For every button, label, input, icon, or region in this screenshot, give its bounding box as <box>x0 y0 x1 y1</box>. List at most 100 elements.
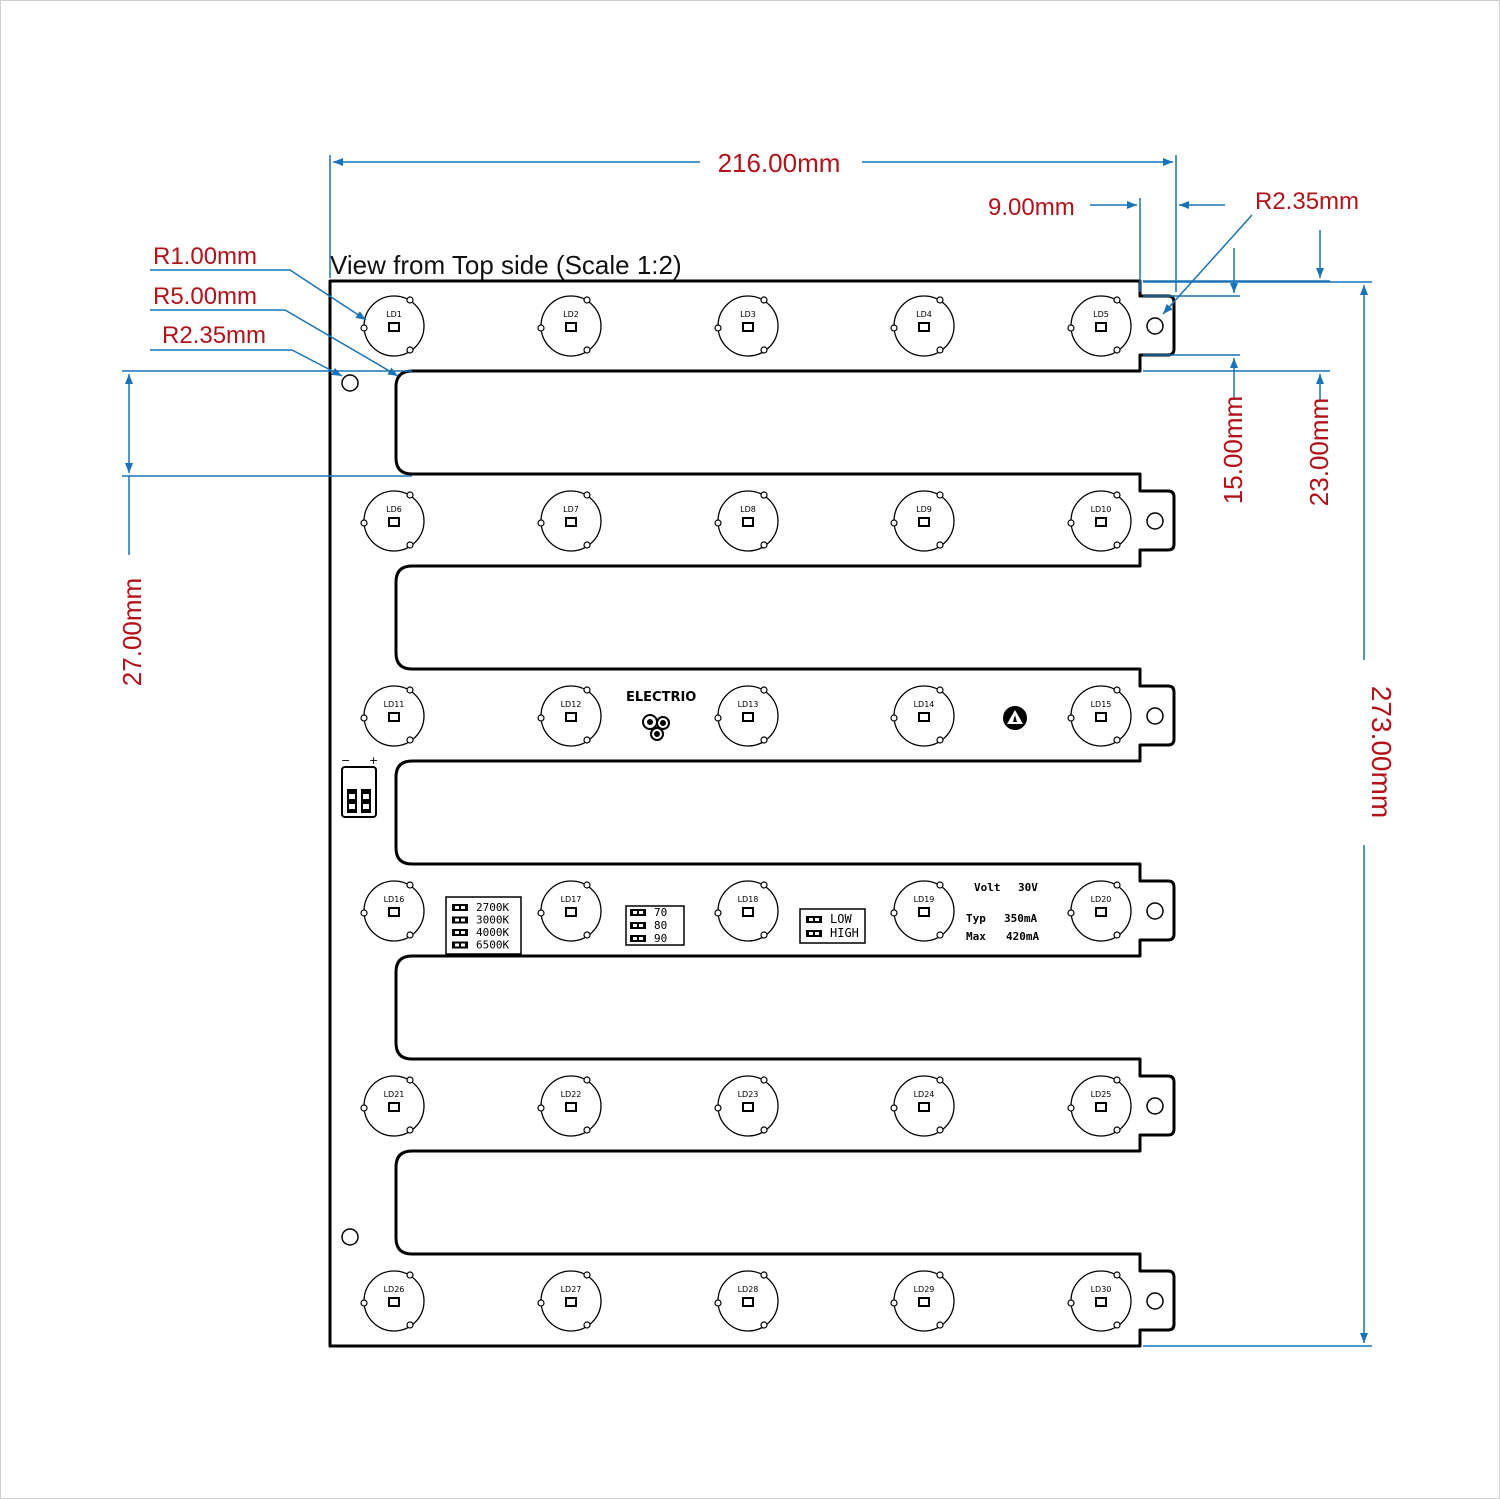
led-label: LD6 <box>386 505 402 514</box>
svg-text:+: + <box>369 754 378 767</box>
led-3: LD3 <box>714 295 779 357</box>
led-label: LD30 <box>1091 1285 1112 1294</box>
jumper-pad <box>630 922 646 929</box>
jumper-pad <box>806 930 822 937</box>
svg-text:Volt: Volt <box>974 881 1001 894</box>
tab-hole-4 <box>1146 902 1164 920</box>
led-18: LD18 <box>714 880 779 942</box>
mount-hole-left-bottom <box>341 1228 359 1246</box>
led-21: LD21 <box>360 1075 425 1137</box>
dim-hole-radius-left: R2.35mm <box>162 322 266 349</box>
option-label: HIGH <box>830 926 859 940</box>
tab-hole-3 <box>1146 707 1164 725</box>
led-label: LD22 <box>561 1090 582 1099</box>
option-label: 90 <box>654 932 667 945</box>
led-10: LD10 <box>1067 490 1132 552</box>
led-29: LD29 <box>890 1270 955 1332</box>
led-4: LD4 <box>890 295 955 357</box>
led-14: LD14 <box>890 685 955 747</box>
svg-text:30V: 30V <box>1018 881 1038 894</box>
led-label: LD7 <box>563 505 579 514</box>
jumper-pad <box>806 916 822 923</box>
drawing-title: View from Top side (Scale 1:2) <box>330 250 682 280</box>
esd-warning-icon <box>1003 706 1027 730</box>
jumper-pad <box>452 916 468 924</box>
led-label: LD1 <box>386 310 402 319</box>
led-label: LD29 <box>914 1285 935 1294</box>
led-label: LD28 <box>738 1285 759 1294</box>
led-6: LD6 <box>360 490 425 552</box>
option-label: 3000K <box>476 914 509 927</box>
svg-text:Typ: Typ <box>966 912 986 925</box>
led-label: LD24 <box>914 1090 935 1099</box>
dim-width-total: 216.00mm <box>718 148 841 178</box>
led-label: LD19 <box>914 895 935 904</box>
led-16: LD16 <box>360 880 425 942</box>
brand-logo-text: ELECTRIO <box>626 690 696 705</box>
tab-hole-1 <box>1146 317 1164 335</box>
option-label: LOW <box>830 912 852 926</box>
dim-corner-radius: R1.00mm <box>153 243 257 270</box>
option-label: 4000K <box>476 926 509 939</box>
led-label: LD15 <box>1091 700 1112 709</box>
led-label: LD4 <box>916 310 932 319</box>
led-label: LD25 <box>1091 1090 1112 1099</box>
led-label: LD21 <box>384 1090 405 1099</box>
jumper-pad <box>630 909 646 916</box>
option-label: 6500K <box>476 939 509 952</box>
dim-hole-radius-right: R2.35mm <box>1255 188 1359 215</box>
led-label: LD14 <box>914 700 935 709</box>
led-27: LD27 <box>537 1270 602 1332</box>
spec-block: Volt 30V Typ 350mA Max 420mA <box>966 881 1039 943</box>
led-2: LD2 <box>537 295 602 357</box>
jumper-pad <box>630 935 646 942</box>
jumper-pad <box>452 929 468 936</box>
dim-strip-width: 15.00mm <box>1218 396 1248 504</box>
dim-height-total: 273.00mm <box>1366 686 1397 818</box>
led-24: LD24 <box>890 1075 955 1137</box>
led-label: LD18 <box>738 895 759 904</box>
led-17: LD17 <box>537 880 602 942</box>
led-label: LD9 <box>916 505 932 514</box>
dim-slot-radius: R5.00mm <box>153 283 257 310</box>
led-11: LD11 <box>360 685 425 747</box>
tab-hole-5 <box>1146 1097 1164 1115</box>
led-label: LD8 <box>740 505 756 514</box>
option-label: 70 <box>654 906 667 919</box>
led-25: LD25 <box>1067 1075 1132 1137</box>
led-28: LD28 <box>714 1270 779 1332</box>
svg-text:420mA: 420mA <box>1006 930 1039 943</box>
led-8: LD8 <box>714 490 779 552</box>
led-label: LD3 <box>740 310 756 319</box>
led-label: LD26 <box>384 1285 405 1294</box>
led-label: LD16 <box>384 895 405 904</box>
led-13: LD13 <box>714 685 779 747</box>
tab-hole-2 <box>1146 512 1164 530</box>
led-label: LD27 <box>561 1285 582 1294</box>
dim-slot-pitch: 27.00mm <box>117 578 147 686</box>
led-label: LD10 <box>1091 505 1112 514</box>
led-label: LD17 <box>561 895 582 904</box>
led-label: LD13 <box>738 700 759 709</box>
led-12: LD12 <box>537 685 602 747</box>
svg-text:350mA: 350mA <box>1004 912 1037 925</box>
led-9: LD9 <box>890 490 955 552</box>
tab-hole-6 <box>1146 1292 1164 1310</box>
led-label: LD23 <box>738 1090 759 1099</box>
led-label: LD11 <box>384 700 405 709</box>
led-label: LD12 <box>561 700 582 709</box>
led-7: LD7 <box>537 490 602 552</box>
led-19: LD19 <box>890 880 955 942</box>
svg-text:Max: Max <box>966 930 986 943</box>
dim-tab-width: 9.00mm <box>988 194 1075 221</box>
dim-tab-height: 23.00mm <box>1304 398 1334 506</box>
board-outline <box>328 279 1176 1348</box>
led-label: LD2 <box>563 310 579 319</box>
led-5: LD5 <box>1067 295 1132 357</box>
option-label: 80 <box>654 919 667 932</box>
led-label: LD20 <box>1091 895 1112 904</box>
